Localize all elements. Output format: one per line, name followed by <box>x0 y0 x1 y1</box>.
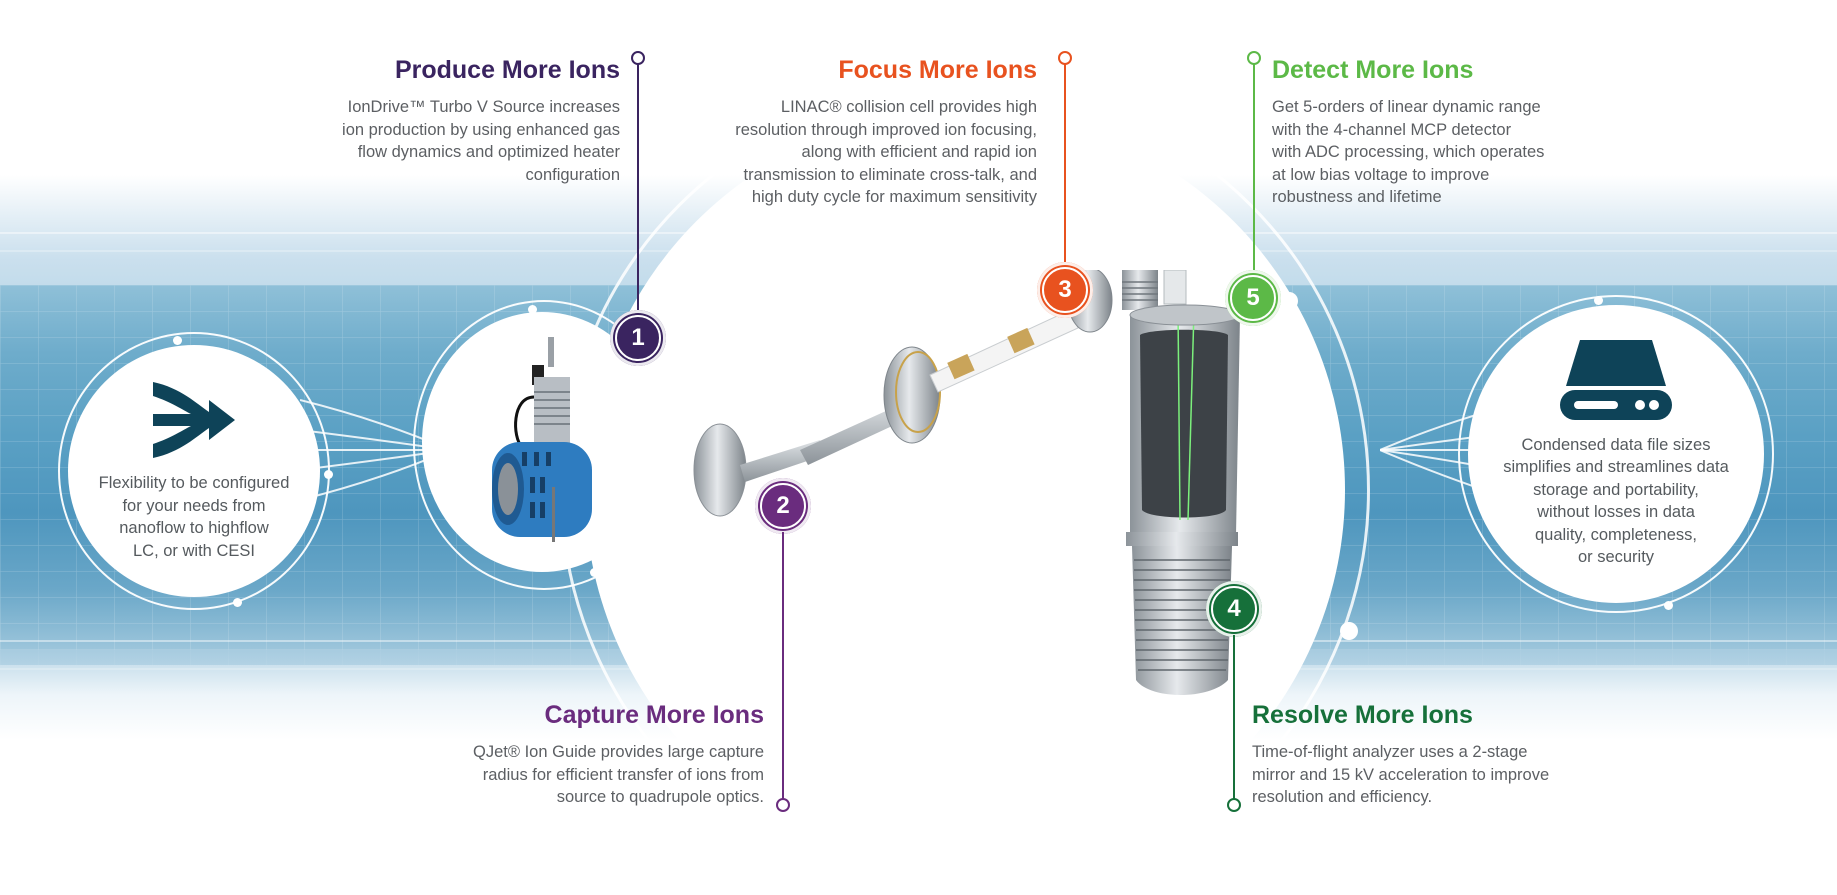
resolve-heading: Resolve More Ions <box>1252 701 1473 729</box>
step-2-badge[interactable]: 2 <box>755 478 811 534</box>
focus-heading: Focus More Ions <box>838 56 1037 84</box>
produce-description: IonDrive™ Turbo V Source increases ion p… <box>342 98 620 184</box>
left-bubble: Flexibility to be configured for your ne… <box>68 345 320 597</box>
right-bubble-ring <box>1458 295 1774 613</box>
right-bubble: Condensed data file sizes simplifies and… <box>1468 305 1764 603</box>
ion-source-hardware <box>492 337 592 542</box>
focus-leader-line <box>1064 63 1066 265</box>
mass-spectrometer-illustration <box>693 270 1241 695</box>
ring-node <box>1664 601 1673 610</box>
step-4-badge[interactable]: 4 <box>1206 581 1262 637</box>
ring-node <box>233 598 242 607</box>
merge-arrow-icon <box>153 382 235 458</box>
ring-node <box>1340 622 1358 640</box>
step-3-badge[interactable]: 3 <box>1037 262 1093 318</box>
ring-node <box>528 305 537 314</box>
capture-description: QJet® Ion Guide provides large capture r… <box>473 743 764 806</box>
step-5-badge[interactable]: 5 <box>1225 270 1281 326</box>
detect-leader-line <box>1253 63 1255 271</box>
resolve-leader-endpoint <box>1227 798 1241 812</box>
ring-node <box>590 568 599 577</box>
ring-node <box>324 470 333 479</box>
resolve-leader-line <box>1233 635 1235 802</box>
capture-leader-endpoint <box>776 798 790 812</box>
ring-node <box>1594 296 1603 305</box>
hard-drive-icon <box>1560 339 1672 420</box>
step-1-badge[interactable]: 1 <box>610 310 666 366</box>
capture-heading: Capture More Ions <box>544 701 764 729</box>
ring-node <box>173 336 182 345</box>
produce-leader-endpoint <box>631 51 645 65</box>
capture-leader-line <box>782 532 784 802</box>
detect-leader-endpoint <box>1247 51 1261 65</box>
resolve-description: Time-of-flight analyzer uses a 2-stage m… <box>1252 743 1550 806</box>
produce-heading: Produce More Ions <box>394 56 620 84</box>
source-bubble-ring <box>413 300 675 590</box>
focus-description: LINAC® collision cell provides high reso… <box>735 98 1037 206</box>
detect-heading: Detect More Ions <box>1272 56 1474 84</box>
right-bubble-text: Condensed data file sizes simplifies and… <box>1503 435 1729 567</box>
left-bubble-text: Flexibility to be configured for your ne… <box>98 474 290 560</box>
detect-description: Get 5-orders of linear dynamic range wit… <box>1272 98 1545 206</box>
focus-leader-endpoint <box>1058 51 1072 65</box>
produce-leader-line <box>637 63 639 313</box>
ring-node <box>1280 292 1298 310</box>
